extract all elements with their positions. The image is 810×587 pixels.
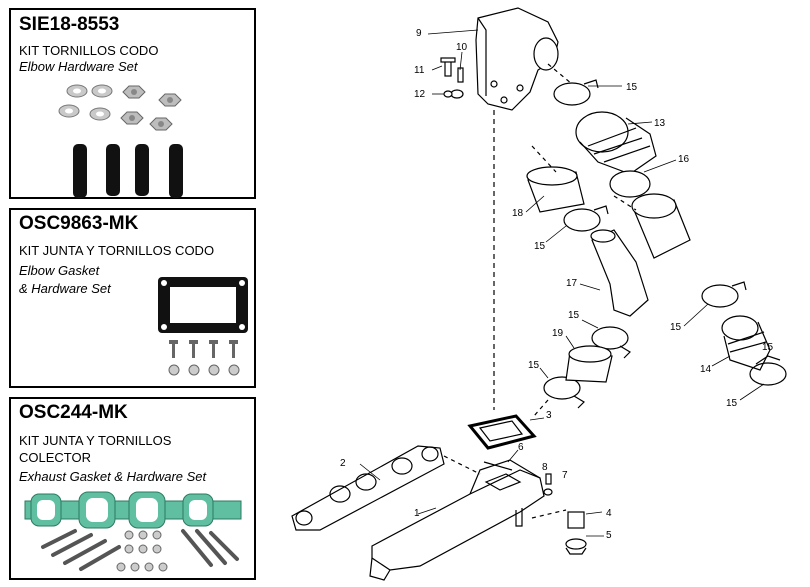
elbow-hardware	[440, 57, 464, 99]
elbow-pipe-part	[590, 229, 649, 317]
manifold-gasket-part	[291, 445, 445, 531]
washers	[168, 364, 240, 376]
bolts	[169, 340, 238, 358]
callout-5: 5	[606, 530, 612, 541]
kit-subtitle-en-2: & Hardware Set	[19, 281, 111, 296]
bellows-hose-lower	[721, 315, 771, 371]
sleeve-part-right	[631, 193, 691, 259]
callout-19: 19	[552, 328, 564, 339]
kit-title-es: KIT JUNTA Y TORNILLOS CODO	[19, 243, 215, 258]
part-number: SIE18-8553	[19, 14, 120, 35]
long-bolts	[41, 529, 239, 571]
callout-15-f: 15	[726, 398, 738, 409]
callout-9: 9	[416, 28, 422, 39]
exhaust-manifold-part	[369, 459, 545, 581]
callout-4: 4	[606, 508, 612, 519]
washers	[58, 84, 113, 121]
callout-13: 13	[654, 118, 666, 129]
callout-17: 17	[566, 278, 578, 289]
callout-15-d: 15	[528, 360, 540, 371]
callout-10: 10	[456, 42, 468, 53]
clamp-16	[609, 170, 651, 198]
callout-15-a: 15	[626, 82, 638, 93]
hose-clamps	[543, 79, 787, 409]
gasket-hardware-photo	[158, 277, 248, 376]
elbow-gasket-part	[467, 414, 537, 450]
drain-part	[565, 511, 587, 555]
callout-2: 2	[340, 458, 346, 469]
elbow-gasket	[158, 277, 248, 333]
plug-hardware	[531, 473, 567, 519]
exhaust-gasket-photo	[24, 491, 242, 572]
callout-18: 18	[512, 208, 524, 219]
kit-title-en: Exhaust Gasket & Hardware Set	[19, 469, 207, 484]
kit-panel-exhaust-gasket: OSC244-MK KIT JUNTA Y TORNILLOS COLECTOR…	[9, 397, 256, 580]
callout-16: 16	[678, 154, 690, 165]
stud-part	[483, 461, 513, 471]
kit-panel-elbow-hardware: SIE18-8553 KIT TORNILLOS CODO Elbow Hard…	[9, 8, 256, 199]
nuts	[120, 85, 182, 131]
exhaust-gasket	[24, 491, 242, 529]
kit-title-es: KIT TORNILLOS CODO	[19, 43, 159, 58]
callout-7: 7	[562, 470, 568, 481]
kit-title-es-2: COLECTOR	[19, 450, 91, 465]
part-number: OSC244-MK	[19, 402, 128, 423]
studs	[73, 144, 183, 198]
callout-15-g: 15	[762, 342, 774, 353]
bellows-hose-part	[575, 111, 657, 175]
callout-15-b: 15	[534, 241, 546, 252]
elbow-part	[475, 7, 559, 111]
kit-title-es-1: KIT JUNTA Y TORNILLOS	[19, 433, 172, 448]
callout-6: 6	[518, 442, 524, 453]
sleeve-part-19	[565, 345, 613, 383]
sleeve-part	[526, 166, 585, 213]
kit-panel-elbow-gasket: OSC9863-MK KIT JUNTA Y TORNILLOS CODO El…	[9, 208, 256, 388]
callout-3: 3	[546, 410, 552, 421]
callout-12: 12	[414, 89, 426, 100]
kit-subtitle-en-1: Elbow Gasket	[19, 263, 100, 278]
callout-8: 8	[542, 462, 548, 473]
small-washers	[116, 530, 168, 572]
callout-14: 14	[700, 364, 712, 375]
callout-15-e: 15	[670, 322, 682, 333]
callout-15-c: 15	[568, 310, 580, 321]
part-number: OSC9863-MK	[19, 213, 139, 234]
callout-1: 1	[414, 508, 420, 519]
callout-11: 11	[414, 65, 425, 76]
hardware-photo	[58, 84, 183, 198]
kit-title-en: Elbow Hardware Set	[19, 59, 138, 74]
